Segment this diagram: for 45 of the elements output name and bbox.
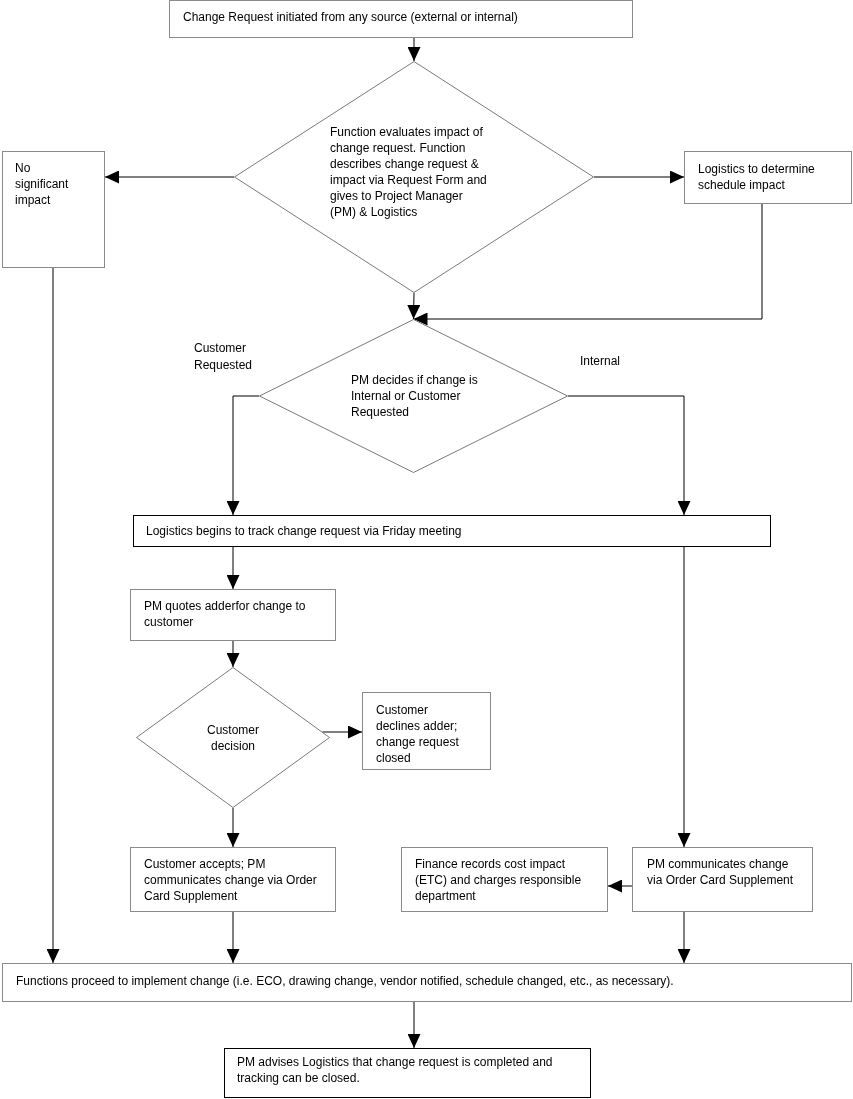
- step-text: PM quotes adderfor change to customer: [144, 598, 307, 630]
- step-text: Logistics begins to track change request via Friday meeting: [146, 523, 462, 539]
- arrow: [104, 170, 235, 184]
- process-box: [362, 692, 491, 770]
- arrow: [226, 640, 240, 668]
- process-box: [130, 589, 336, 641]
- step-text: Customer declines adder; change request closed: [376, 702, 460, 766]
- decision-text: Function evaluates impact of change request. Function describes change request & impact via Request Form and gives to Project Manager (PM) & Logistics: [330, 124, 488, 220]
- process-box: [133, 515, 771, 547]
- decision-diamond: [259, 319, 568, 473]
- step-text: Customer accepts; PM communicates change via Order Card Supplement: [144, 856, 318, 904]
- arrow: [226, 807, 240, 848]
- arrow: [413, 203, 763, 326]
- arrow: [407, 292, 421, 320]
- step-text: Change Request initiated from any source (external or internal): [183, 9, 518, 25]
- step-text: PM advises Logistics that change request is completed and tracking can be closed.: [237, 1054, 554, 1086]
- step-text: Finance records cost impact (ETC) and charges responsible department: [415, 856, 583, 904]
- arrow: [607, 879, 633, 893]
- arrow: [407, 1001, 421, 1049]
- arrow: [677, 546, 691, 848]
- arrow: [677, 911, 691, 964]
- process-box: [169, 0, 633, 38]
- decision-text: Customer decision: [206, 722, 260, 754]
- process-box: [224, 1048, 591, 1098]
- process-box: [632, 847, 813, 912]
- process-box: [684, 151, 852, 204]
- step-text: No significant impact: [15, 160, 70, 208]
- step-text: PM communicates change via Order Card Supplement: [647, 856, 795, 888]
- process-box: [401, 847, 608, 912]
- arrow: [226, 911, 240, 964]
- arrow: [321, 725, 363, 739]
- decision-diamond: [136, 667, 330, 808]
- arrow: [567, 395, 691, 516]
- decision-diamond: [234, 61, 594, 293]
- process-box: [130, 847, 336, 912]
- decision-text: PM decides if change is Internal or Customer Requested: [351, 372, 479, 420]
- process-box: [2, 963, 852, 1002]
- process-box: [2, 151, 105, 268]
- arrow: [46, 267, 60, 964]
- arrow: [226, 395, 260, 516]
- arrow: [593, 170, 685, 184]
- arrow: [226, 546, 240, 590]
- step-text: Functions proceed to implement change (i.e. ECO, drawing change, vendor notified, schedule changed, etc., as necessary).: [16, 973, 674, 989]
- step-text: Logistics to determine schedule impact: [698, 161, 816, 193]
- arrow: [407, 37, 421, 62]
